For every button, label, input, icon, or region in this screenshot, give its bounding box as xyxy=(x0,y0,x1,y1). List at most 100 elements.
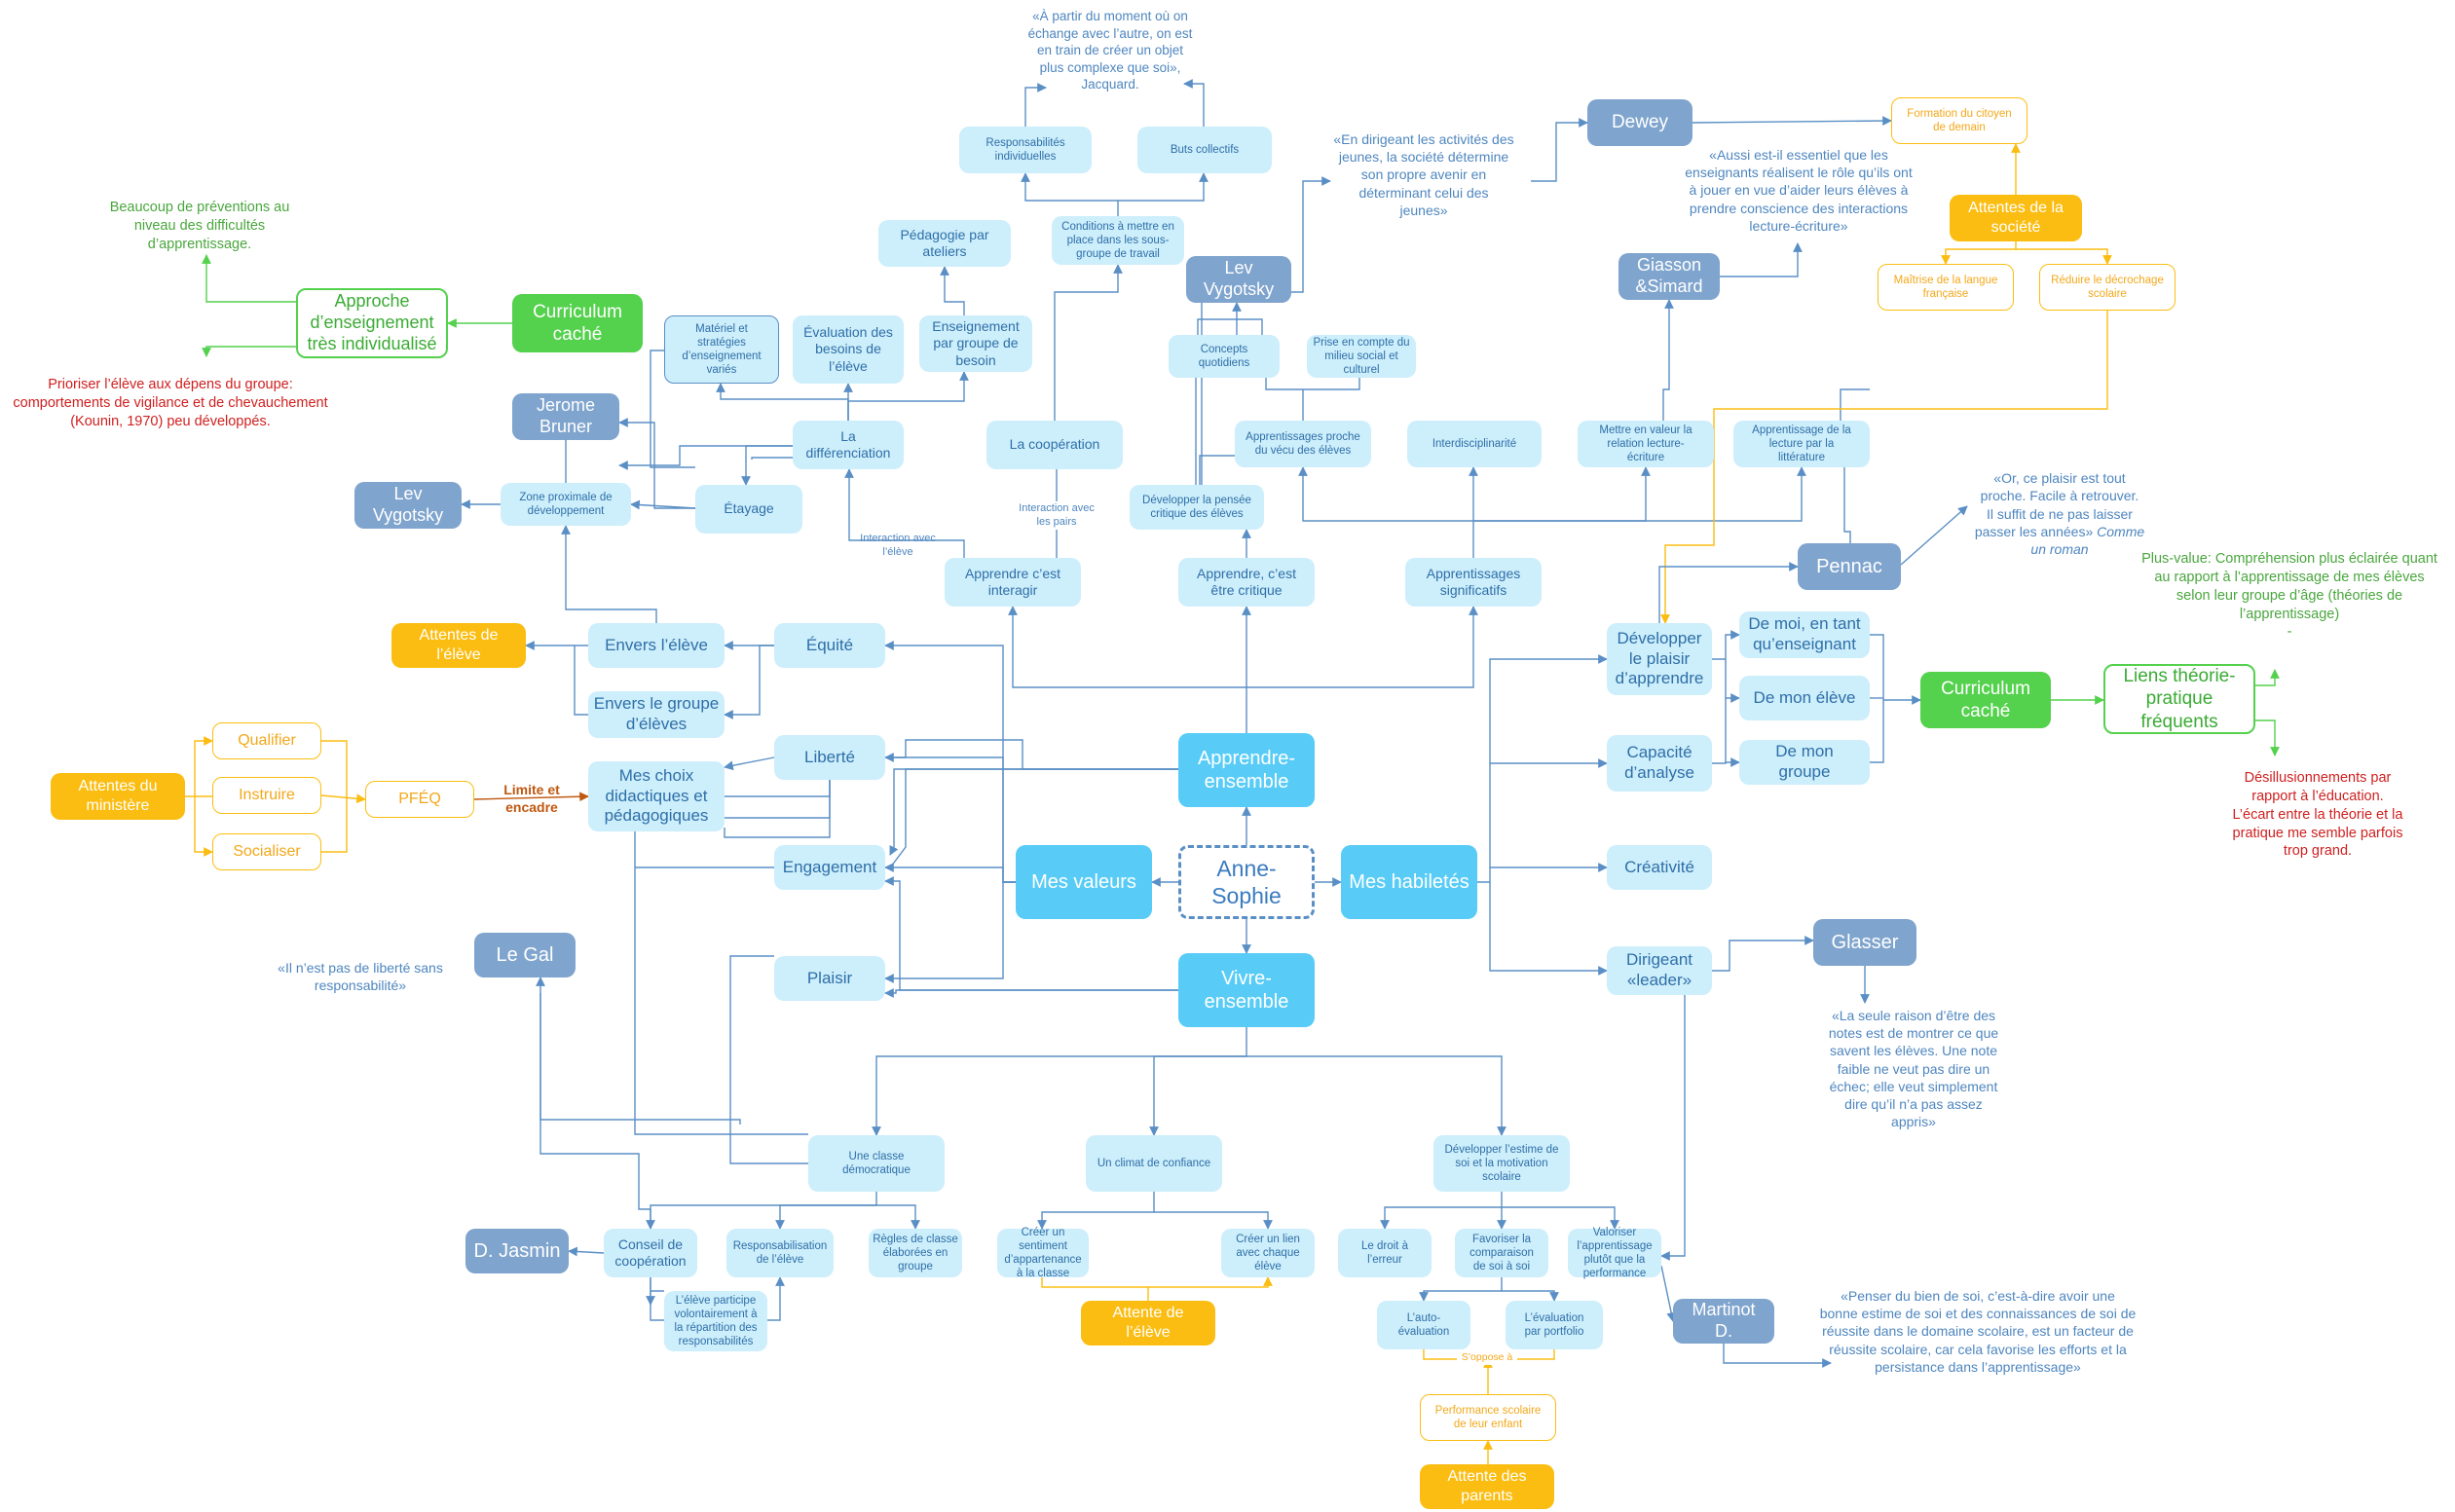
pedagogie-ateliers-node[interactable]: Pédagogie par ateliers xyxy=(878,220,1011,267)
jerome-bruner-node[interactable]: Jerome Bruner xyxy=(512,393,619,440)
apprendre-critique-node[interactable]: Apprendre, c’est être critique xyxy=(1178,558,1315,607)
enseignement-groupe-besoin-node[interactable]: Enseignement par groupe de besoin xyxy=(919,315,1032,372)
mes-valeurs-node[interactable]: Mes valeurs xyxy=(1016,845,1152,919)
approche-individualisee-node[interactable]: Approche d’enseignement très individuali… xyxy=(296,288,448,358)
interdisciplinarite-node[interactable]: Interdisciplinarité xyxy=(1407,421,1542,467)
buts-collectifs-node[interactable]: Buts collectifs xyxy=(1137,127,1272,173)
apprentissages-significatifs-node[interactable]: Apprentissages significatifs xyxy=(1405,558,1542,607)
connector-57 xyxy=(724,756,775,771)
envers-eleve-node[interactable]: Envers l’élève xyxy=(588,623,725,668)
mes-habiletes-node[interactable]: Mes habiletés xyxy=(1341,845,1477,919)
choix-didactiques-node[interactable]: Mes choix didactiques et pédagogiques xyxy=(588,761,725,831)
connector-12 xyxy=(741,445,793,486)
attentes-ministere-node[interactable]: Attentes du ministère xyxy=(51,773,185,820)
giasson-simard-node[interactable]: Giasson &Simard xyxy=(1618,253,1720,300)
apprendre-ensemble-node[interactable]: Apprendre- ensemble xyxy=(1178,733,1315,807)
auto-evaluation-node[interactable]: L’auto- évaluation xyxy=(1377,1301,1470,1349)
classe-democratique-node[interactable]: Une classe démocratique xyxy=(808,1135,945,1192)
attente-parents-node[interactable]: Attente des parents xyxy=(1420,1464,1554,1509)
formation-citoyen-node[interactable]: Formation du citoyen de demain xyxy=(1891,97,2027,144)
droit-erreur-node[interactable]: Le droit à l’erreur xyxy=(1338,1229,1432,1277)
connector-53 xyxy=(724,645,774,719)
de-mon-groupe-node[interactable]: De mon groupe xyxy=(1739,740,1870,785)
connector-25 xyxy=(1183,79,1205,127)
pennac-node[interactable]: Pennac xyxy=(1798,543,1901,590)
curriculum-cache-left-node[interactable]: Curriculum caché xyxy=(512,294,643,352)
pfeq-node[interactable]: PFÉQ xyxy=(365,781,474,818)
connector-66 xyxy=(721,780,831,797)
estime-motivation-node[interactable]: Développer l’estime de soi et la motivat… xyxy=(1433,1135,1570,1192)
valoriser-apprentissage-node[interactable]: Valoriser l’apprentissage plutôt que la … xyxy=(1568,1227,1661,1279)
qualifier-node[interactable]: Qualifier xyxy=(212,722,321,759)
desillusionnements-text: Désillusionnements par rapport à l’éduca… xyxy=(2232,770,2403,860)
equite-node[interactable]: Équité xyxy=(774,623,885,668)
climat-confiance-node[interactable]: Un climat de confiance xyxy=(1086,1135,1222,1192)
portfolio-node[interactable]: L’évaluation par portfolio xyxy=(1506,1301,1603,1349)
vecu-eleves-node[interactable]: Apprentissages proche du vécu des élèves xyxy=(1235,421,1371,467)
cooperation-node[interactable]: La coopération xyxy=(986,421,1123,469)
creativite-node[interactable]: Créativité xyxy=(1607,845,1712,890)
etayage-node[interactable]: Étayage xyxy=(695,485,802,534)
martinot-node[interactable]: Martinot D. xyxy=(1673,1299,1774,1344)
d-jasmin-node[interactable]: D. Jasmin xyxy=(465,1229,569,1273)
connector-83 xyxy=(775,1204,876,1230)
lien-eleve-node[interactable]: Créer un lien avec chaque élève xyxy=(1221,1229,1315,1277)
dirigeant-leader-node[interactable]: Dirigeant «leader» xyxy=(1607,946,1712,995)
performance-scolaire-node[interactable]: Performance scolaire de leur enfant xyxy=(1420,1394,1556,1441)
zone-proximale-node[interactable]: Zone proximale de développement xyxy=(501,483,631,526)
connector-51 xyxy=(884,881,1016,983)
le-gal-node[interactable]: Le Gal xyxy=(474,933,576,977)
connector-82 xyxy=(646,1192,877,1230)
differenciation-node[interactable]: La différenciation xyxy=(793,421,904,469)
responsabilisation-node[interactable]: Responsabilisation de l’élève xyxy=(726,1229,834,1277)
attentes-societe-node[interactable]: Attentes de la société xyxy=(1950,195,2082,241)
connector-8 xyxy=(844,468,965,558)
lecture-litterature-node[interactable]: Apprentissage de la lecture par la litté… xyxy=(1733,421,1870,467)
vivre-ensemble-node[interactable]: Vivre- ensemble xyxy=(1178,953,1315,1027)
connector-93 xyxy=(1041,1276,1273,1288)
de-mon-eleve-node[interactable]: De mon élève xyxy=(1739,676,1870,720)
lev-vygotsky-left-node[interactable]: Lev Vygotsky xyxy=(354,482,462,529)
responsabilites-individuelles-node[interactable]: Responsabilités individuelles xyxy=(959,127,1092,173)
sentiment-appartenance-node[interactable]: Créer un sentiment d’appartenance à la c… xyxy=(997,1227,1089,1279)
connector-65 xyxy=(320,793,366,804)
connector-41 xyxy=(1720,242,1803,277)
pensee-critique-node[interactable]: Développer la pensée critique des élèves xyxy=(1130,485,1264,530)
socialiser-node[interactable]: Socialiser xyxy=(212,833,321,870)
eleve-volontaire-node[interactable]: L’élève participe volontairement à la ré… xyxy=(664,1291,767,1351)
capacite-analyse-node[interactable]: Capacité d’analyse xyxy=(1607,735,1712,792)
conseil-cooperation-node[interactable]: Conseil de coopération xyxy=(604,1229,697,1277)
plaisir-valeur-node[interactable]: Plaisir xyxy=(774,956,885,1001)
decrochage-scolaire-node[interactable]: Réduire le décrochage scolaire xyxy=(2039,264,2176,311)
curriculum-cache-right-node[interactable]: Curriculum caché xyxy=(1920,672,2051,728)
milieu-social-node[interactable]: Prise en compte du milieu social et cult… xyxy=(1307,335,1416,378)
apprendre-interagir-node[interactable]: Apprendre c’est interagir xyxy=(945,558,1081,607)
envers-groupe-node[interactable]: Envers le groupe d’élèves xyxy=(588,691,725,738)
regles-classe-node[interactable]: Règles de classe élaborées en groupe xyxy=(869,1229,962,1277)
de-moi-node[interactable]: De moi, en tant qu’enseignant xyxy=(1739,611,1870,658)
relation-lecture-ecriture-node[interactable]: Mettre en valeur la relation lecture- éc… xyxy=(1578,421,1714,467)
evaluation-besoins-node[interactable]: Évaluation des besoins de l’élève xyxy=(793,315,904,384)
comparaison-soi-node[interactable]: Favoriser la comparaison de soi à soi xyxy=(1455,1229,1548,1277)
lev-vygotsky-top-node[interactable]: Lev Vygotsky xyxy=(1186,256,1291,303)
instruire-node[interactable]: Instruire xyxy=(212,777,321,814)
maitrise-langue-node[interactable]: Maîtrise de la langue française xyxy=(1878,264,2014,311)
engagement-node[interactable]: Engagement xyxy=(774,845,885,890)
connector-19 xyxy=(650,350,695,468)
center-node[interactable]: Anne-Sophie xyxy=(1178,845,1315,919)
materiel-strategies-node[interactable]: Matériel et stratégies d’enseignement va… xyxy=(664,315,779,384)
attentes-eleve-top-node[interactable]: Attentes de l’élève xyxy=(391,623,526,668)
liens-theorie-pratique-node[interactable]: Liens théorie- pratique fréquents xyxy=(2103,664,2255,734)
plaisir-apprendre-node[interactable]: Développer le plaisir d’apprendre xyxy=(1607,623,1712,695)
liberte-node[interactable]: Liberté xyxy=(774,735,885,780)
glasser-node[interactable]: Glasser xyxy=(1813,919,1916,966)
concepts-quotidiens-node[interactable]: Concepts quotidiens xyxy=(1169,335,1280,378)
dewey-node[interactable]: Dewey xyxy=(1587,99,1692,146)
attente-eleve-bottom-node[interactable]: Attente de l’élève xyxy=(1081,1301,1215,1346)
connector-109 xyxy=(1712,630,1740,660)
connector-24 xyxy=(1024,83,1047,127)
connector-98 xyxy=(1419,1277,1503,1302)
connector-34 xyxy=(1531,118,1588,182)
conditions-sous-groupe-node[interactable]: Conditions à mettre en place dans les so… xyxy=(1052,216,1184,265)
